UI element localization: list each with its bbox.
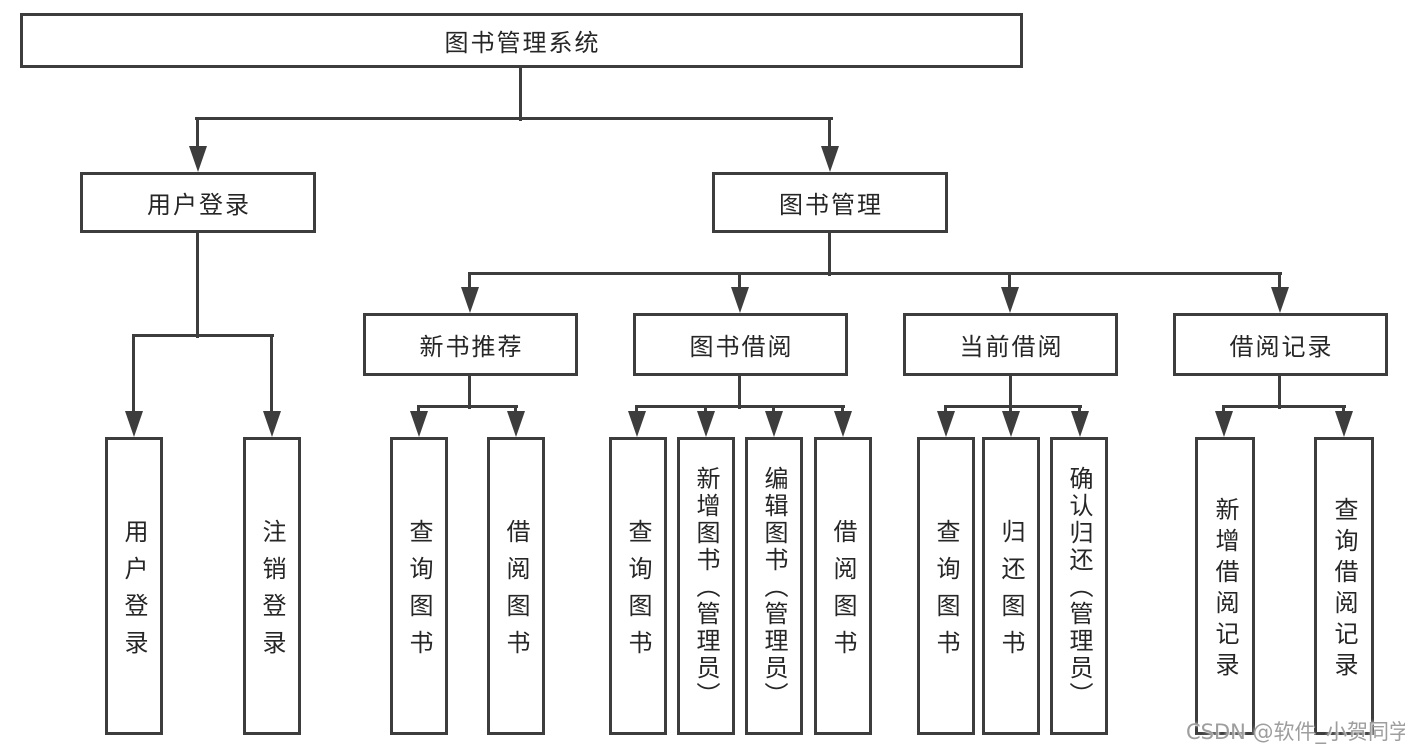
node-book-borrow-label: 图书借阅 xyxy=(689,333,794,361)
node-borrow-records-label: 借阅记录 xyxy=(1229,333,1334,361)
arrow-down-icon xyxy=(1335,411,1353,437)
leaf-query-books-borrow: 查询图书 xyxy=(609,437,667,735)
arrow-down-icon xyxy=(263,411,281,437)
arrow-down-icon xyxy=(1271,287,1289,313)
node-book-borrow: 图书借阅 xyxy=(633,313,848,376)
node-book-management: 图书管理 xyxy=(712,172,948,233)
node-user-login-label: 用户登录 xyxy=(147,191,251,219)
connector-drop-line xyxy=(1009,407,1012,411)
leaf-query-books-current: 查询图书 xyxy=(917,437,975,735)
leaf-edit-books-admin-label: 编辑图书（管理员） xyxy=(760,466,788,709)
connector-drop-line xyxy=(1278,274,1281,287)
node-new-book-recommend: 新书推荐 xyxy=(363,313,578,376)
leaf-user-login: 用户登录 xyxy=(105,437,163,735)
leaf-add-books-admin-label: 新增图书（管理员） xyxy=(692,466,720,709)
leaf-borrow-books-recommend-label: 借阅图书 xyxy=(502,518,530,667)
connector-drop-line xyxy=(1342,407,1345,411)
connector-vline xyxy=(738,376,741,409)
connector-hline xyxy=(132,334,274,337)
connector-drop-line xyxy=(514,407,517,411)
connector-hline xyxy=(1222,405,1346,408)
connector-drop-line xyxy=(772,407,775,411)
watermark: CSDN @软件_小贺同学 xyxy=(1186,720,1405,744)
arrow-down-icon xyxy=(765,411,783,437)
connector-vline xyxy=(196,233,199,338)
leaf-query-borrow-record-label: 查询借阅记录 xyxy=(1330,496,1358,683)
node-current-borrow: 当前借阅 xyxy=(903,313,1118,376)
arrow-down-icon xyxy=(697,411,715,437)
node-root: 图书管理系统 xyxy=(20,13,1023,68)
connector-hline xyxy=(468,272,1282,275)
arrow-down-icon xyxy=(821,146,839,172)
arrow-down-icon xyxy=(410,411,428,437)
leaf-confirm-return-admin: 确认归还（管理员） xyxy=(1050,437,1108,735)
connector-drop-line xyxy=(738,274,741,287)
connector-vline xyxy=(828,233,831,276)
leaf-borrow-books: 借阅图书 xyxy=(814,437,872,735)
connector-hline xyxy=(944,405,1082,408)
connector-hline xyxy=(635,405,845,408)
leaf-edit-books-admin: 编辑图书（管理员） xyxy=(745,437,803,735)
arrow-down-icon xyxy=(731,287,749,313)
connector-drop-line xyxy=(828,119,831,146)
arrow-down-icon xyxy=(189,146,207,172)
leaf-query-books-borrow-label: 查询图书 xyxy=(624,518,652,667)
connector-vline xyxy=(519,68,522,121)
arrow-down-icon xyxy=(125,411,143,437)
connector-vline xyxy=(468,376,471,409)
connector-drop-line xyxy=(132,336,135,411)
arrow-down-icon xyxy=(507,411,525,437)
connector-drop-line xyxy=(417,407,420,411)
connector-drop-line xyxy=(468,274,471,287)
connector-drop-line xyxy=(270,336,273,411)
arrow-down-icon xyxy=(461,287,479,313)
node-root-label: 图书管理系统 xyxy=(444,29,601,57)
connector-hline xyxy=(195,117,833,120)
leaf-logout-label: 注销登录 xyxy=(258,518,286,667)
connector-drop-line xyxy=(944,407,947,411)
arrow-down-icon xyxy=(1071,411,1089,437)
leaf-add-borrow-record: 新增借阅记录 xyxy=(1195,437,1255,735)
node-current-borrow-label: 当前借阅 xyxy=(959,333,1064,361)
leaf-borrow-books-label: 借阅图书 xyxy=(829,518,857,667)
leaf-query-books-current-label: 查询图书 xyxy=(932,518,960,667)
connector-drop-line xyxy=(1008,274,1011,287)
connector-drop-line xyxy=(196,119,199,146)
arrow-down-icon xyxy=(937,411,955,437)
connector-drop-line xyxy=(841,407,844,411)
connector-drop-line xyxy=(635,407,638,411)
connector-hline xyxy=(417,405,518,408)
leaf-return-books-label: 归还图书 xyxy=(997,518,1025,667)
leaf-query-books-recommend: 查询图书 xyxy=(390,437,448,735)
leaf-add-books-admin: 新增图书（管理员） xyxy=(677,437,735,735)
node-new-book-recommend-label: 新书推荐 xyxy=(419,333,524,361)
connector-drop-line xyxy=(1078,407,1081,411)
leaf-confirm-return-admin-label: 确认归还（管理员） xyxy=(1065,466,1093,709)
connector-vline xyxy=(1278,376,1281,409)
leaf-query-borrow-record: 查询借阅记录 xyxy=(1314,437,1374,735)
leaf-logout: 注销登录 xyxy=(243,437,301,735)
leaf-add-borrow-record-label: 新增借阅记录 xyxy=(1211,496,1239,683)
node-borrow-records: 借阅记录 xyxy=(1173,313,1388,376)
connector-drop-line xyxy=(704,407,707,411)
arrow-down-icon xyxy=(1001,287,1019,313)
node-book-management-label: 图书管理 xyxy=(779,191,883,219)
connector-vline xyxy=(1009,376,1012,409)
leaf-borrow-books-recommend: 借阅图书 xyxy=(487,437,545,735)
node-user-login: 用户登录 xyxy=(80,172,316,233)
arrow-down-icon xyxy=(1215,411,1233,437)
arrow-down-icon xyxy=(628,411,646,437)
leaf-user-login-label: 用户登录 xyxy=(120,518,148,667)
arrow-down-icon xyxy=(834,411,852,437)
leaf-query-books-recommend-label: 查询图书 xyxy=(405,518,433,667)
connector-drop-line xyxy=(1222,407,1225,411)
arrow-down-icon xyxy=(1002,411,1020,437)
leaf-return-books: 归还图书 xyxy=(982,437,1040,735)
